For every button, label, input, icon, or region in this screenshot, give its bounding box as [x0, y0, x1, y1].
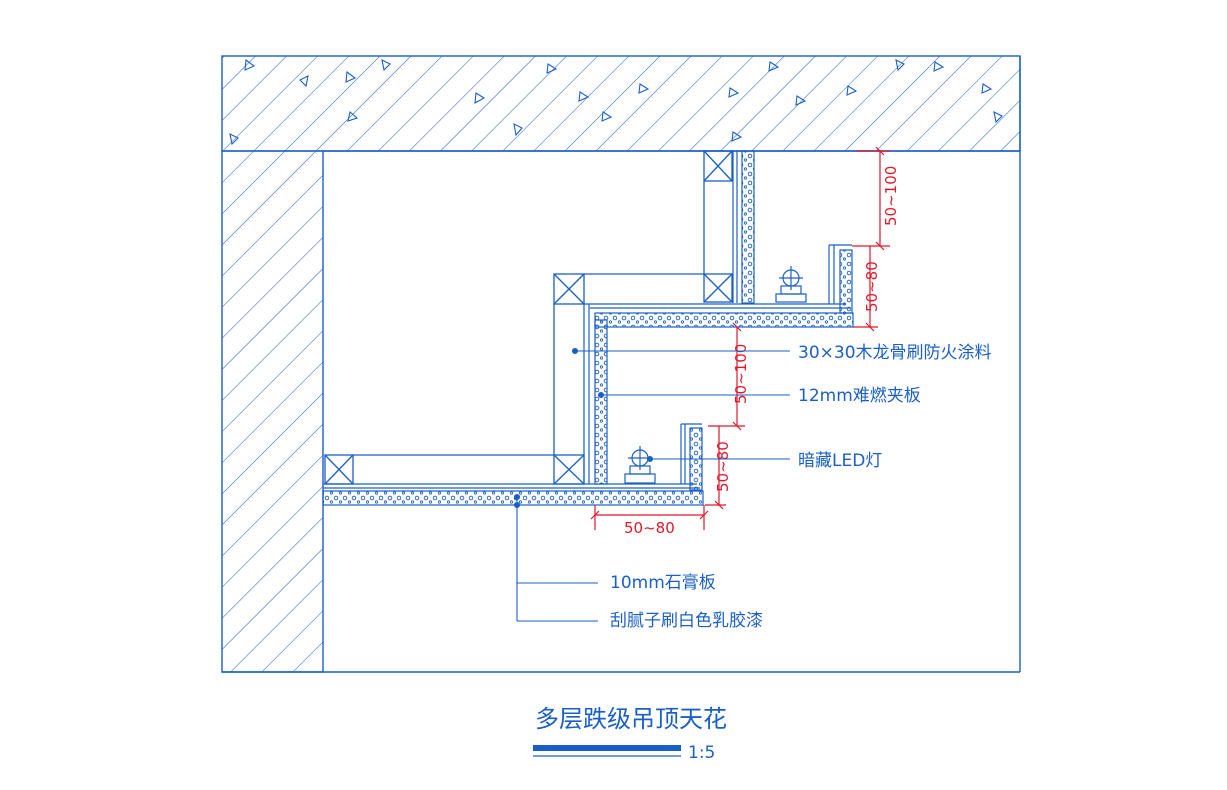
room-outline	[222, 56, 1021, 673]
left-wall	[221, 150, 324, 673]
label-gypsum: 10mm石膏板	[610, 572, 716, 593]
dim-top-gap: 50~100	[882, 166, 900, 226]
led-fixture-lower	[624, 446, 656, 484]
dim-trough-width: 50~80	[624, 519, 675, 537]
dimension-lines	[590, 146, 890, 530]
title-underline-thick	[533, 745, 681, 751]
concrete-slab	[221, 55, 1021, 152]
label-led: 暗藏LED灯	[798, 451, 882, 471]
label-board: 12mm难燃夹板	[798, 386, 921, 406]
leader-lines	[513, 347, 790, 622]
dim-upper-trough: 50~80	[863, 261, 881, 312]
led-fixture-upper	[775, 266, 807, 303]
label-paint: 刮腻子刷白色乳胶漆	[610, 611, 763, 631]
wood-keel-blocks	[324, 150, 733, 485]
drawing-title: 多层跌级吊顶天花	[535, 705, 727, 733]
label-keel: 30×30木龙骨刷防火涂料	[798, 343, 992, 363]
dim-lower-trough: 50~80	[714, 441, 732, 492]
dim-mid-gap: 50~100	[732, 344, 750, 404]
drawing-scale: 1:5	[688, 743, 715, 763]
board-layers	[322, 150, 854, 506]
